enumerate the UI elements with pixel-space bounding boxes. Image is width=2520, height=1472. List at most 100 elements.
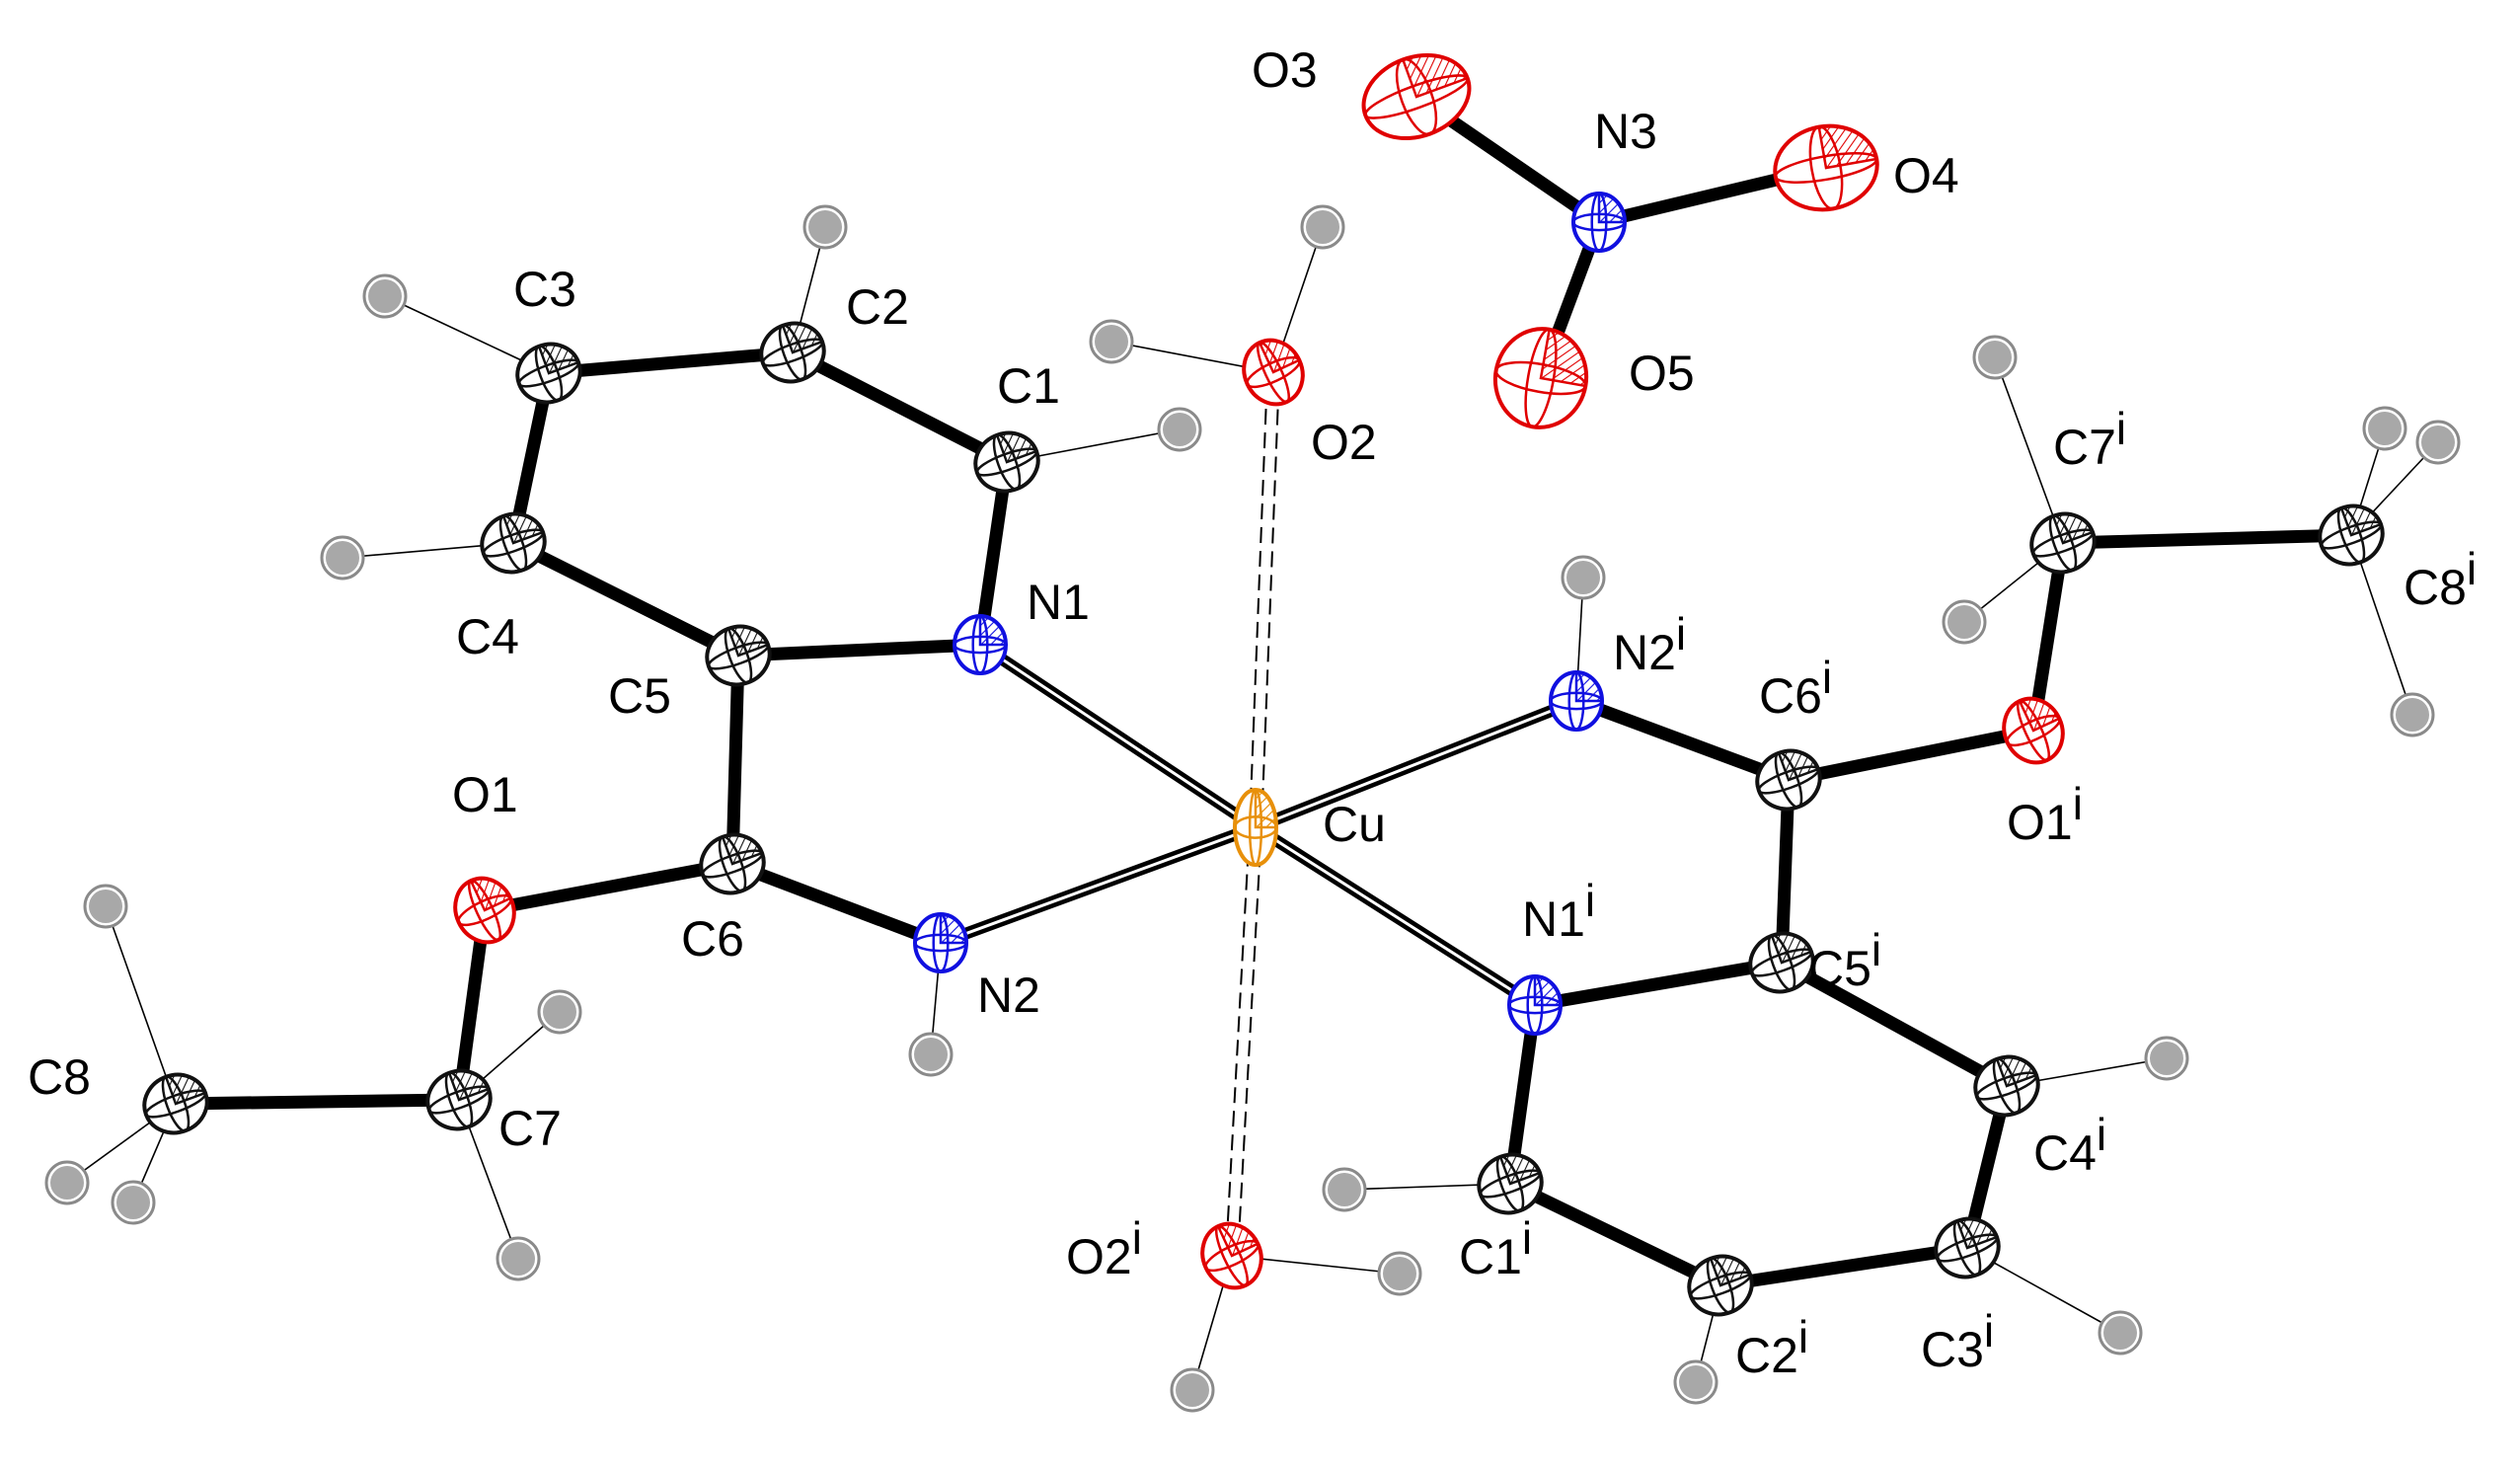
label-C1-text: C1 [997,358,1060,414]
bond-C7-C8 [169,1093,466,1111]
label-O2i: O2i [1066,1212,1142,1284]
label-O4-text: O4 [1893,148,1959,203]
label-N2i-superscript: i [1676,608,1686,659]
atom-C2i [1687,1254,1754,1317]
label-O1i-superscript: i [2073,778,2083,829]
bond-C8-H8 [105,905,177,1105]
bond-Cu-N1 [974,639,1261,833]
bond-C7i-H18 [1994,356,2064,544]
label-N1i: N1i [1522,875,1595,947]
label-C2i-superscript: i [1798,1311,1808,1362]
label-N1i-text: N1 [1522,891,1585,947]
label-C8i-text: C8 [2404,560,2467,615]
bond-Cu-N1i [1250,821,1541,1011]
atom-N2i [1549,670,1604,732]
label-N1: N1 [1027,575,1090,630]
bond-C2-C3 [542,346,800,380]
label-C2-text: C2 [846,279,909,335]
label-C8i-superscript: i [2467,543,2477,594]
atom-N1i [1507,974,1563,1036]
bond-C6i-N2i [1569,694,1795,787]
label-C5-text: C5 [608,668,671,724]
atom-C2 [759,321,826,384]
bond-C5-N1 [731,638,987,662]
contacts-layer [1225,371,1280,1257]
label-N1-text: N1 [1027,575,1090,630]
label-O1-text: O1 [452,767,518,822]
label-O5-text: O5 [1629,346,1695,401]
atom-C8i [2318,504,2385,567]
atom-O4 [1773,123,1879,212]
label-C1i: C1i [1459,1212,1532,1284]
atom-C1i [1477,1152,1544,1215]
label-N2: N2 [977,968,1040,1023]
label-C5: C5 [608,668,671,724]
label-O2i-text: O2 [1066,1229,1132,1284]
label-N1i-superscript: i [1585,875,1595,926]
label-Cu: Cu [1323,797,1386,852]
label-C4: C4 [456,609,519,664]
atom-N1 [953,614,1008,675]
label-C2i-text: C2 [1735,1328,1798,1383]
atom-C6 [699,832,766,895]
bond-C6i-O1i [1782,724,2040,787]
label-O1i-text: O1 [2007,795,2073,850]
label-C5i-superscript: i [1871,924,1881,975]
label-N2i: N2i [1613,608,1686,680]
label-N2i-text: N2 [1613,625,1676,680]
label-O3-text: O3 [1252,42,1318,98]
label-Cu-text: Cu [1323,797,1386,852]
atom-O1 [453,876,516,945]
atom-O2 [1242,338,1305,407]
label-C7: C7 [498,1101,562,1156]
label-O2: O2 [1311,415,1377,470]
label-C1i-superscript: i [1522,1212,1532,1264]
contact-Cu-O2i-line2 [1236,827,1262,1257]
atom-C5 [705,624,772,687]
label-C3: C3 [513,262,576,317]
atom-C4 [480,511,547,575]
bond-C6-N2 [725,857,948,950]
label-C2: C2 [846,279,909,335]
label-C8-text: C8 [28,1049,91,1105]
label-C6-text: C6 [681,911,744,967]
hydrogen-atoms-layer [44,204,2461,1413]
bond-C4-C5 [506,536,745,662]
bond-C8i-H22 [2350,534,2413,716]
label-C7i-superscript: i [2116,403,2126,454]
label-O1i: O1i [2007,778,2083,850]
atom-O3 [1361,52,1472,141]
atom-O2i [1200,1221,1263,1290]
contact-Cu-O2-line2 [1249,371,1269,827]
atom-O5 [1492,327,1589,429]
bond-C1i-C2i [1503,1177,1727,1292]
label-C1i-text: C1 [1459,1229,1522,1284]
label-C7i: C7i [2053,403,2126,475]
label-C5i: C5i [1808,924,1881,996]
label-C5i-text: C5 [1808,941,1871,996]
atom-C6i [1755,748,1822,812]
label-C2i: C2i [1735,1311,1808,1383]
atom-O1i [2002,696,2065,765]
atom-C8 [142,1072,209,1135]
label-N3: N3 [1594,104,1657,159]
label-C4i-text: C4 [2033,1125,2097,1181]
label-N3-text: N3 [1594,104,1657,159]
atom-C7i [2029,511,2097,575]
atom-C4i [1973,1054,2040,1118]
bond-Cu-N2i [1250,695,1582,833]
label-C6: C6 [681,911,744,967]
atom-C1 [973,430,1040,494]
bond-C7i-C8i [2056,528,2358,550]
bond-Cu-N2 [935,821,1261,949]
label-O4: O4 [1893,148,1959,203]
bond-C6-O1 [478,857,739,917]
atom-N3 [1571,192,1627,253]
label-O3: O3 [1252,42,1318,98]
label-C4-text: C4 [456,609,519,664]
label-C6i: C6i [1759,652,1832,724]
bond-C2i-C3i [1714,1241,1974,1292]
label-C6i-superscript: i [1822,652,1832,703]
bond-C1-C2 [786,346,1014,469]
